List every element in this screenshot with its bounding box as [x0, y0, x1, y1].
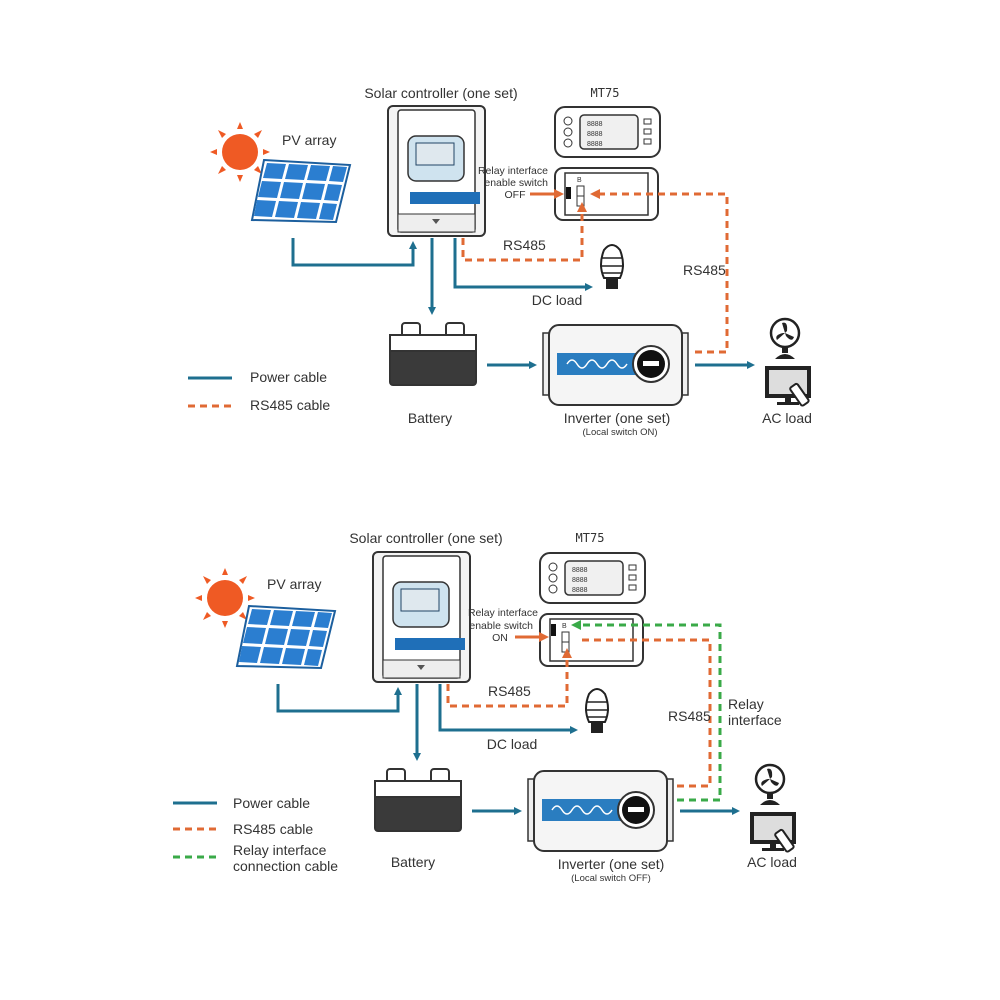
- fan-icon: [769, 317, 801, 361]
- battery-icon: [389, 322, 477, 386]
- battery-icon: [374, 768, 462, 832]
- rs485-label-a: RS485: [503, 237, 546, 253]
- relay-box-icon: [539, 613, 644, 667]
- mt75-label: MT75: [591, 86, 620, 100]
- legend-rs485-label: RS485 cable: [250, 397, 330, 413]
- solar-controller-icon: [372, 551, 471, 683]
- power-cable-pv: [276, 684, 402, 713]
- controller-label: Solar controller (one set): [364, 85, 517, 101]
- mt75-label: MT75: [576, 531, 605, 545]
- dc-load-label: DC load: [487, 736, 538, 752]
- inverter-note: (Local switch ON): [583, 427, 658, 438]
- controller-label: Solar controller (one set): [349, 530, 502, 546]
- rs485-label-b: RS485: [668, 708, 711, 724]
- relay-label-line2: enable switch: [469, 620, 533, 632]
- relay-interface-label-line2: interface: [728, 712, 782, 728]
- relay-switch-state: ON: [492, 632, 508, 644]
- inverter-label: Inverter (one set): [558, 856, 665, 872]
- rs485-cable-controller: [446, 648, 572, 708]
- relay-switch-off: [566, 187, 571, 199]
- relay-label-line2: enable switch: [484, 177, 548, 189]
- pv-array-label: PV array: [267, 576, 321, 592]
- dc-load-label: DC load: [532, 292, 583, 308]
- rs485-cable-controller: [461, 202, 587, 262]
- legend: Power cable RS485 cable: [188, 369, 330, 413]
- relay-label-line1: Relay interface: [478, 165, 548, 177]
- tv-icon: [764, 365, 812, 408]
- pv-array-label: PV array: [282, 132, 336, 148]
- mt75-monitor-icon: [554, 106, 661, 158]
- ac-load-label: AC load: [762, 410, 812, 426]
- power-cable-dc-load: [438, 684, 578, 734]
- fan-icon: [754, 763, 786, 807]
- solar-panel-icon: [236, 605, 336, 669]
- legend-relay-label-line2: connection cable: [233, 858, 338, 874]
- inverter-label: Inverter (one set): [564, 410, 671, 426]
- legend-2: Power cable RS485 cable Relay interface …: [173, 795, 338, 874]
- rs485-label-a: RS485: [488, 683, 531, 699]
- bulb-icon: [584, 688, 610, 734]
- relay-switch-state: OFF: [505, 189, 526, 201]
- battery-label: Battery: [408, 410, 452, 426]
- inverter-icon: [527, 770, 674, 852]
- bulb-icon: [599, 244, 625, 290]
- panel-local-switch-off: PV array Solar controller (one set) MT75…: [195, 530, 797, 884]
- mt75-monitor-icon: [539, 552, 646, 604]
- rs485-cable-inverter: [579, 638, 712, 788]
- power-cable-dc-load: [453, 238, 593, 291]
- ac-load-label: AC load: [747, 854, 797, 870]
- rs485-label-b: RS485: [683, 262, 726, 278]
- legend-rs485-label: RS485 cable: [233, 821, 313, 837]
- relay-interface-label-line1: Relay: [728, 696, 764, 712]
- legend-power-label: Power cable: [233, 795, 310, 811]
- tv-icon: [749, 811, 797, 854]
- power-cable-pv: [291, 238, 417, 267]
- relay-label-line1: Relay interface: [468, 607, 538, 619]
- legend-power-label: Power cable: [250, 369, 327, 385]
- inverter-note: (Local switch OFF): [571, 873, 651, 884]
- rs485-cable-inverter: [590, 189, 729, 354]
- panel-local-switch-on: PV array Solar controller (one set) MT75…: [188, 85, 812, 438]
- solar-panel-icon: [251, 159, 351, 223]
- battery-label: Battery: [391, 854, 435, 870]
- inverter-icon: [542, 324, 689, 406]
- legend-relay-label-line1: Relay interface: [233, 842, 327, 858]
- relay-switch-on: [551, 624, 556, 636]
- relay-interface-cable: [571, 620, 722, 802]
- solar-controller-icon: [387, 105, 486, 237]
